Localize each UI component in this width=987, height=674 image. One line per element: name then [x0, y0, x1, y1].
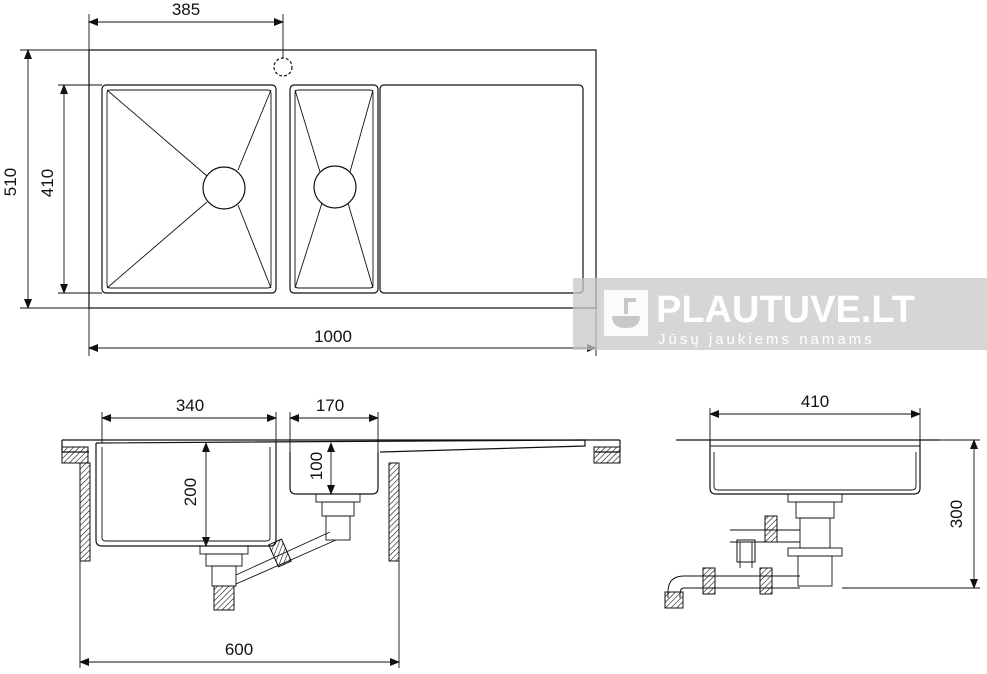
dim-side-410-label: 410	[801, 392, 829, 411]
cabinet-wall-left	[79, 462, 91, 562]
side-section-view: 410 300	[664, 392, 980, 609]
cabinet-wall-right	[388, 462, 400, 562]
dim-340-label: 340	[176, 396, 204, 415]
top-view: 385 510 410 1000	[1, 0, 597, 356]
drain-outlet	[213, 585, 235, 611]
brand-name: PLAUTUVE.LT	[656, 289, 915, 331]
dim-200-label: 200	[181, 478, 200, 506]
side-bowl-section	[709, 440, 921, 495]
second-bowl-section	[289, 452, 379, 495]
dim-410-label: 410	[38, 169, 57, 197]
dim-300-label: 300	[947, 500, 966, 528]
dim-600-label: 600	[225, 640, 253, 659]
second-drain	[313, 165, 357, 209]
dim-1000-label: 1000	[314, 327, 352, 346]
dim-100-label: 100	[307, 452, 326, 480]
tap-hole	[273, 57, 293, 77]
front-section-view: 340 170 200 100 600	[61, 396, 621, 668]
brand-tagline: Jūsų jaukiems namams	[658, 331, 875, 348]
main-drain	[202, 166, 246, 210]
second-bowl	[289, 84, 379, 294]
dim-510-label: 510	[1, 168, 20, 196]
main-bowl	[101, 84, 277, 294]
watermark: PLAUTUVE.LT Jūsų jaukiems namams	[573, 278, 987, 350]
sink-logo-icon	[604, 290, 648, 336]
drainer-board	[379, 84, 584, 294]
side-drain-outlet	[664, 591, 684, 609]
sink-outline	[88, 49, 597, 309]
dim-170-label: 170	[316, 396, 344, 415]
dim-385-label: 385	[172, 0, 200, 19]
